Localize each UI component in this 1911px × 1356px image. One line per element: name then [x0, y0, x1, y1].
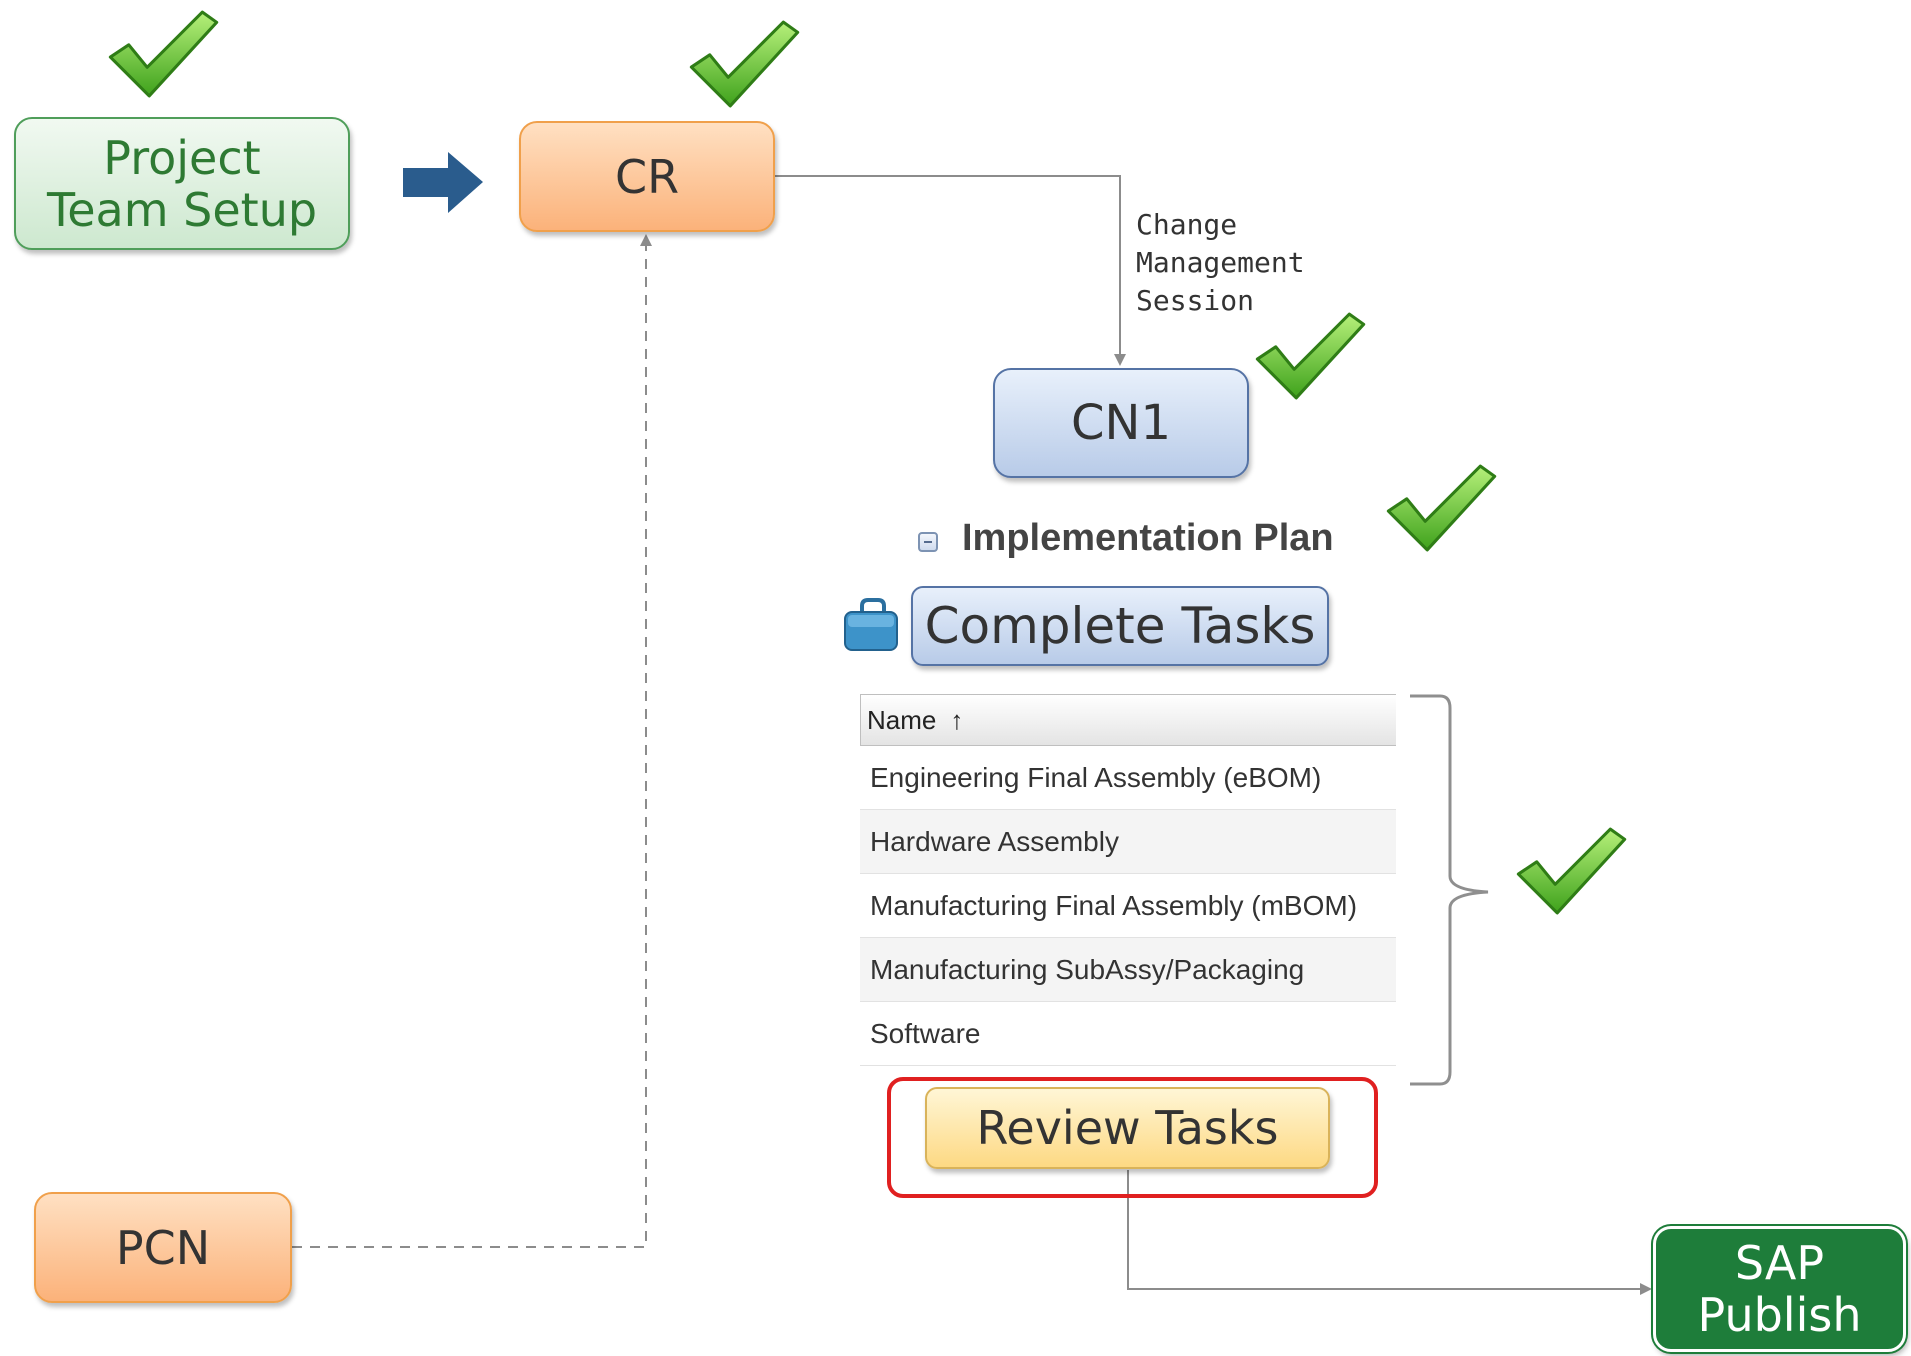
complete-tasks-label: Complete Tasks	[924, 597, 1316, 655]
checkmark-icon	[1516, 827, 1627, 915]
row-label: Manufacturing Final Assembly (mBOM)	[870, 889, 1358, 921]
review-tasks-node[interactable]: Review Tasks	[925, 1087, 1330, 1169]
sap-publish-node[interactable]: SAP Publish	[1653, 1226, 1906, 1352]
connector-pcn-to-cr	[292, 234, 652, 1248]
project-team-setup-node[interactable]: Project Team Setup	[14, 117, 350, 250]
collapse-minus-icon[interactable]	[918, 532, 938, 552]
sort-ascending-icon: ↑	[950, 704, 964, 735]
checkmark-icon	[108, 10, 219, 98]
checkmark-icon	[689, 20, 800, 108]
change-management-session-note: Change Management Session	[1136, 208, 1305, 317]
table-header-label: Name	[867, 704, 937, 735]
table-row[interactable]: Manufacturing Final Assembly (mBOM)	[860, 874, 1396, 938]
checkmark-icon	[1386, 464, 1497, 552]
table-row[interactable]: Hardware Assembly	[860, 810, 1396, 874]
cr-label: CR	[614, 149, 680, 204]
arrow-right-icon	[403, 152, 483, 213]
pcn-label: PCN	[115, 1220, 211, 1275]
table-header-name[interactable]: Name ↑	[860, 694, 1396, 746]
review-tasks-label: Review Tasks	[976, 1101, 1279, 1155]
cr-node[interactable]: CR	[519, 121, 775, 232]
connector-cr-to-cn1	[775, 175, 1126, 366]
briefcase-icon	[844, 598, 898, 651]
sap-publish-line1: SAP	[1734, 1236, 1825, 1290]
project-team-setup-line2: Team Setup	[46, 182, 318, 237]
sap-publish-line2: Publish	[1697, 1288, 1862, 1342]
pcn-node[interactable]: PCN	[34, 1192, 292, 1303]
project-team-setup-line1: Project	[103, 130, 261, 185]
complete-tasks-node[interactable]: Complete Tasks	[911, 586, 1329, 666]
row-label: Manufacturing SubAssy/Packaging	[870, 953, 1305, 985]
implementation-plan-title: Implementation Plan	[962, 517, 1334, 559]
review-tasks-highlight-frame	[887, 1077, 1378, 1198]
table-row[interactable]: Software	[860, 1002, 1396, 1066]
table-row[interactable]: Engineering Final Assembly (eBOM)	[860, 746, 1396, 810]
connector-review-to-sap	[1127, 1170, 1652, 1295]
table-row[interactable]: Manufacturing SubAssy/Packaging	[860, 938, 1396, 1002]
checkmark-icon	[1255, 312, 1366, 400]
row-label: Software	[870, 1017, 981, 1049]
row-label: Hardware Assembly	[870, 825, 1119, 857]
task-table: Name ↑ Engineering Final Assembly (eBOM)…	[860, 694, 1396, 1066]
row-label: Engineering Final Assembly (eBOM)	[870, 761, 1322, 793]
curly-brace-icon	[1410, 694, 1489, 1086]
cn1-label: CN1	[1071, 395, 1171, 451]
cn1-node[interactable]: CN1	[993, 368, 1249, 478]
